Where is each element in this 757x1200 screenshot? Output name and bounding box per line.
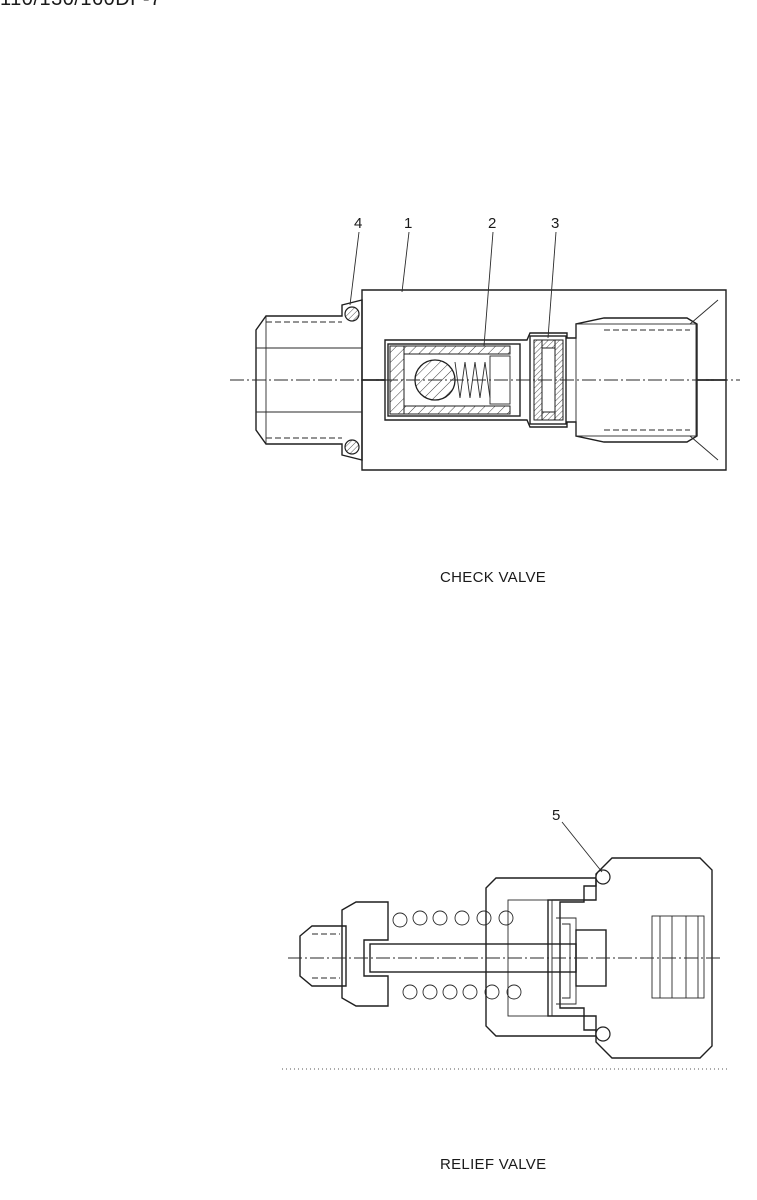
callout-4: 4 bbox=[354, 215, 362, 232]
model-header: 110/130/160DF-7 bbox=[0, 0, 162, 11]
callout-5: 5 bbox=[552, 807, 560, 824]
relief-valve-caption: RELIEF VALVE bbox=[440, 1156, 547, 1173]
callout-3: 3 bbox=[551, 215, 559, 232]
check-valve-caption: CHECK VALVE bbox=[440, 569, 547, 586]
callout-1: 1 bbox=[404, 215, 412, 232]
callout-2: 2 bbox=[488, 215, 496, 232]
check-valve-drawing: 4 1 2 3 bbox=[230, 215, 740, 471]
relief-valve-drawing: 5 bbox=[282, 807, 728, 1070]
